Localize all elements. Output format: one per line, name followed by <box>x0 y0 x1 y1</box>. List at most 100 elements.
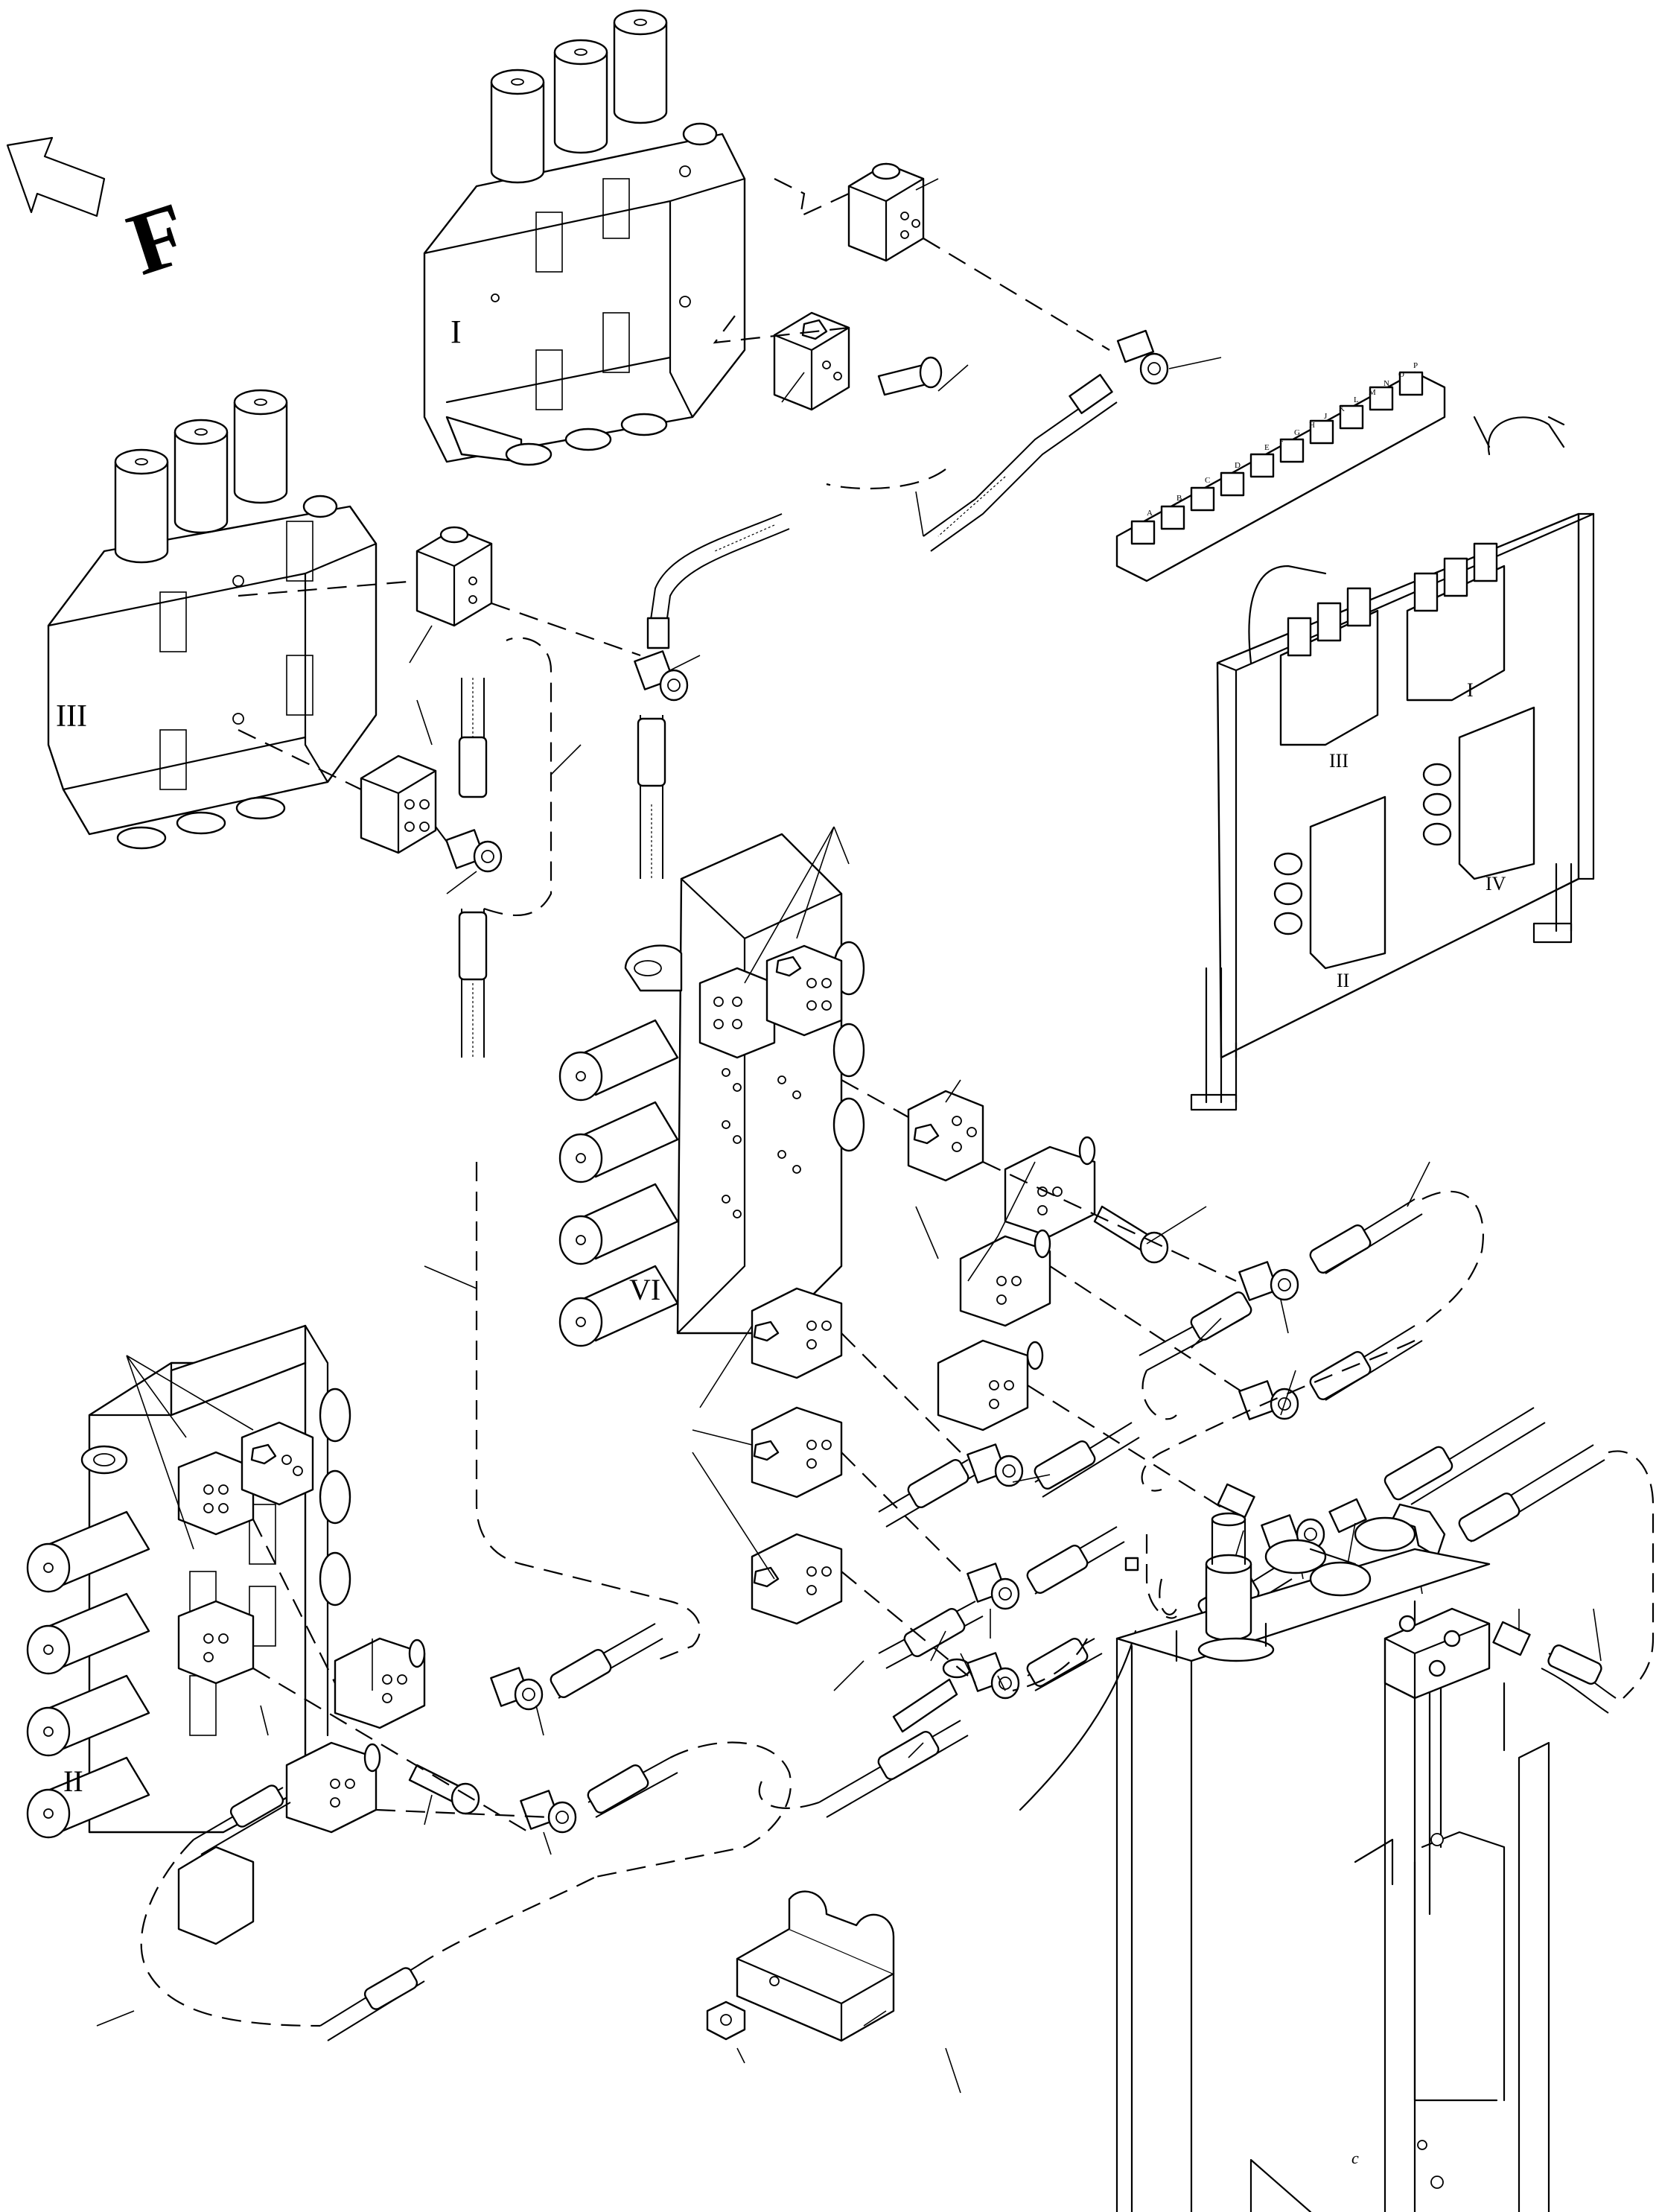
hose <box>646 513 790 649</box>
solenoid-coils-ii <box>26 1510 150 1839</box>
rail-letter: C <box>1205 476 1210 485</box>
rail-letter: A <box>1147 509 1153 518</box>
valve-ii-label: II <box>63 1764 83 1798</box>
direction-letter-f: F <box>117 183 200 294</box>
hydraulic-fittings <box>445 329 1531 1834</box>
callout-leader-lines <box>96 178 1602 2094</box>
check-valve-block <box>773 311 850 411</box>
overview-label-iv: IV <box>1486 873 1506 894</box>
solenoid-coils-i <box>490 9 668 184</box>
hose <box>1139 1291 1252 1371</box>
check-valve-block <box>177 1600 255 1685</box>
valve-i-label: I <box>450 314 462 350</box>
hose <box>818 1720 969 1818</box>
rail-letter: H <box>1309 421 1315 430</box>
rail-letter: B <box>1176 494 1182 503</box>
overview-label-ii: II <box>1337 970 1349 991</box>
tank-mark: c <box>1351 2149 1359 2167</box>
rail-letter: O <box>1398 370 1404 379</box>
check-valve-blocks <box>177 162 1096 1945</box>
bolt <box>1093 1205 1169 1264</box>
tee-fitting <box>967 1652 1020 1700</box>
check-valve-block <box>751 1533 843 1625</box>
hose <box>1383 1407 1546 1505</box>
tee-fitting <box>1238 1261 1299 1301</box>
valve-iii-label: III <box>56 699 87 734</box>
hose <box>878 1459 976 1528</box>
overview-label-i: I <box>1467 679 1474 701</box>
hose <box>1026 1526 1125 1595</box>
hose <box>1309 1325 1423 1401</box>
valve-vi-label: VI <box>629 1273 660 1306</box>
elbow-fitting <box>1116 329 1169 385</box>
tee-fitting <box>634 650 689 702</box>
hose <box>458 909 488 1058</box>
rail-letter: K <box>1339 404 1345 413</box>
hose <box>319 1965 425 2041</box>
hose <box>923 373 1118 552</box>
hose <box>1309 1198 1423 1274</box>
check-valve-block <box>285 1741 381 1834</box>
hose <box>587 1757 678 1818</box>
adapter-fitting <box>1217 1483 1255 1519</box>
hose-clamp <box>736 1890 895 2042</box>
mini-valve-iii <box>1279 587 1379 746</box>
adapter-fitting <box>1492 1621 1531 1656</box>
rail-letter: N <box>1383 379 1389 388</box>
tee-fitting <box>1238 1380 1299 1420</box>
hose <box>550 1623 663 1699</box>
bolt <box>408 1764 480 1815</box>
check-valve-block <box>847 162 925 262</box>
solenoid-coils-vi <box>558 1019 679 1347</box>
check-valve-block <box>698 967 776 1059</box>
check-valve-block <box>765 944 843 1037</box>
hose <box>1458 1444 1605 1542</box>
tee-fitting <box>967 1443 1024 1487</box>
adapter-fitting <box>1328 1498 1367 1534</box>
control-valve-i: I <box>423 9 746 466</box>
overview-label-iii: III <box>1329 750 1348 772</box>
tee-fitting <box>445 829 503 873</box>
hose <box>878 1601 984 1669</box>
valve-stand-overview: A B C D E F G H J K L M N O P I III II I… <box>1115 361 1595 1111</box>
rail-letter: J <box>1324 412 1328 421</box>
rail-valve-row <box>1130 371 1424 545</box>
hose <box>1034 1422 1140 1498</box>
hex-nut <box>706 2000 746 2041</box>
rail-letter: L <box>1354 395 1359 404</box>
check-valve-block <box>751 1406 843 1498</box>
hose <box>1026 1638 1103 1691</box>
solenoid-coils-iii <box>114 389 288 564</box>
check-valve-block <box>177 1846 255 1945</box>
hose <box>193 1784 291 1855</box>
mini-valve-iv <box>1422 706 1535 880</box>
check-valve-block <box>360 754 437 854</box>
tee-fitting <box>490 1667 544 1711</box>
rail-letter: F <box>1279 437 1284 446</box>
hose <box>458 678 488 798</box>
check-valve-block <box>1004 1136 1096 1238</box>
check-valve-block <box>241 1421 314 1506</box>
check-valve-block <box>334 1637 426 1729</box>
forward-direction-arrow <box>6 136 106 217</box>
bolt <box>877 356 943 396</box>
control-valve-iii: III <box>47 389 378 850</box>
rail-letter: D <box>1235 461 1241 470</box>
block-plug <box>1124 1557 1139 1571</box>
mini-valve-ii <box>1273 795 1386 970</box>
rail-letter: M <box>1369 388 1376 397</box>
rail-letter: E <box>1264 443 1270 452</box>
tee-fitting <box>520 1790 577 1834</box>
check-valve-block <box>959 1229 1051 1327</box>
mini-valve-i <box>1406 542 1506 702</box>
hose <box>637 715 666 879</box>
filler-cap <box>1197 1512 1275 1662</box>
check-valve-block <box>937 1339 1044 1431</box>
return-hose <box>1019 1630 1137 1811</box>
tank-cover-plate <box>1264 1516 1416 1597</box>
rail-letter: G <box>1294 428 1300 437</box>
check-valve-block <box>907 1090 984 1182</box>
check-valve-block <box>751 1287 843 1379</box>
